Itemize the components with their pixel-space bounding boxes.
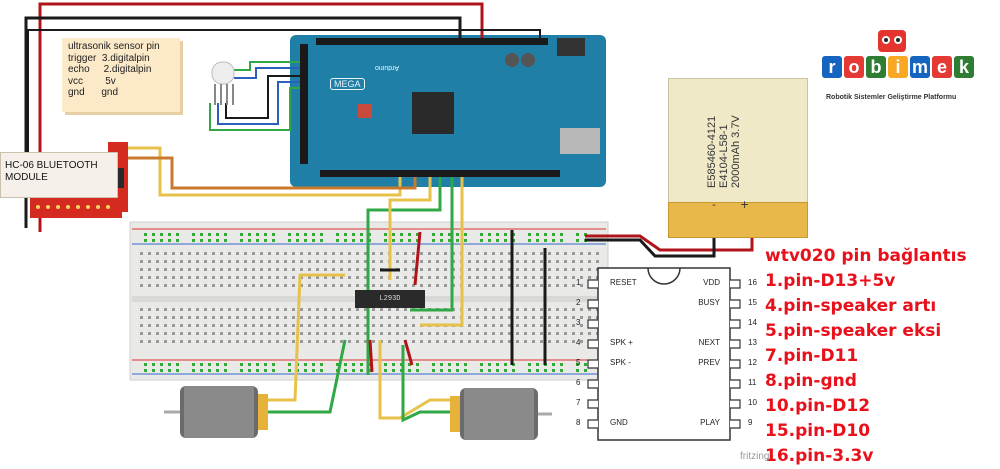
battery-label: E585460-4121 E4104-L58-1 2000mAh 3.7V [706,115,742,188]
wire-black-battery [585,236,716,258]
arduino-details [300,38,600,177]
legend-item: 8.pin-gnd [765,371,857,391]
wire-green-led2 [234,61,300,71]
logo-letter: i [888,56,908,78]
chip-pin-number: 7 [576,398,581,407]
robot-logo-icon [878,30,906,52]
motor-driver-chip: L293D [355,290,425,308]
arduino-brand-label: Arduino [375,64,400,71]
chip-pin-number: 6 [576,378,581,387]
bluetooth-label-line1: HC-06 BLUETOOTH [5,160,98,171]
wire-yellow-motor2 [378,340,455,420]
battery-line2: E4104-L58-1 [718,124,730,188]
chip-pin-number: 11 [748,378,757,387]
wire-blue-led [217,81,300,125]
battery-plus-label: + [740,198,750,211]
chip-pin-name: BUSY [698,298,720,307]
legend-item: 5.pin-speaker eksi [765,321,942,341]
bluetooth-label-line2: MODULE [5,172,48,183]
chip-pin-name: NEXT [698,338,720,347]
battery-body [668,78,808,204]
logo-letter: b [866,56,886,78]
legend-item: 1.pin-D13+5v [765,271,896,291]
chip-pin-number: 1 [576,278,581,287]
legend-item: 15.pin-D10 [765,421,871,441]
wire-red-battery [585,234,754,252]
chip-pin-number: 10 [748,398,757,407]
logo-letter: m [910,56,930,78]
wire-yellow-1 [388,175,432,280]
legend-item: 4.pin-speaker artı [765,296,937,316]
battery-minus-label: - [712,198,716,211]
bluetooth-module-label: HC-06 BLUETOOTH MODULE [0,152,118,198]
logo-letter: r [822,56,842,78]
battery-band [668,202,808,238]
logo-tagline: Robotik Sistemler Geliştirme Platformu [826,94,957,101]
note-row-trigger: trigger 3.digitalpin [68,52,150,64]
note-row-echo: echo 2.digitalpin [68,64,152,75]
dc-motor-left [164,386,268,438]
wire-blue-led2 [234,67,300,79]
chip-pin-name: PLAY [700,418,720,427]
arduino-model-label: MEGA [330,78,365,90]
note-row-vcc: vcc 5v [68,75,116,87]
chip-pin-number: 12 [748,358,757,367]
chip-pin-number: 2 [576,298,581,307]
note-row-gnd: gnd gnd [68,87,119,98]
chip-pin-name: PREV [698,358,720,367]
wire-green-motor2 [401,345,455,423]
wire-yellow-motor1 [265,273,345,402]
wire-black-led [225,75,300,119]
wtv020-chip-outline [587,267,741,441]
wire-red-bb2 [368,339,374,373]
logo-letter: o [844,56,864,78]
chip-pin-number: 16 [748,278,757,287]
chip-pin-name: SPK - [610,358,631,367]
wire-red-top [38,2,484,232]
wire-orange-bt [122,156,417,190]
wire-green-2 [410,175,454,312]
logo-letter: e [932,56,952,78]
fritzing-watermark: fritzing [740,451,770,462]
chip-pin-number: 15 [748,298,757,307]
wire-red-bb1 [413,231,422,286]
chip-pin-name: RESET [610,278,637,287]
battery-line3: 2000mAh 3.7V [730,115,742,188]
chip-pin-number: 8 [576,418,581,427]
chip-pin-name: GND [610,418,628,427]
wire-red-bb3 [403,339,414,366]
chip-pin-number: 5 [576,358,581,367]
chip-pin-number: 9 [748,418,753,427]
legend-title: wtv020 pin bağlantıs [765,246,967,266]
dc-motor-right [450,388,552,440]
legend-item: 7.pin-D11 [765,346,859,366]
chip-pin-name: SPK + [610,338,633,347]
chip-pin-number: 4 [576,338,581,347]
ultrasonic-sensor-note: ultrasonik sensor pin trigger 3.digitalp… [62,38,180,112]
battery-line1: E585460-4121 [706,115,718,188]
chip-pin-number: 3 [576,318,581,327]
wire-yellow-2 [420,175,464,327]
chip-pin-number: 14 [748,318,757,327]
lipo-battery [668,78,808,238]
wtv020-pin-legend: wtv020 pin bağlantıs 1.pin-D13+5v 4.pin-… [765,244,967,469]
logo-letter: k [954,56,974,78]
wire-green-led [209,87,300,131]
legend-item: 16.pin-3.3v [765,446,874,466]
chip-pin-number: 13 [748,338,757,347]
legend-item: 10.pin-D12 [765,396,871,416]
wire-green-motor1 [265,339,347,414]
chip-pin-name: VDD [703,278,720,287]
note-title: ultrasonik sensor pin [68,41,160,52]
wire-black-2 [27,29,541,196]
rgb-led [211,61,235,105]
bluetooth-module [30,142,128,218]
